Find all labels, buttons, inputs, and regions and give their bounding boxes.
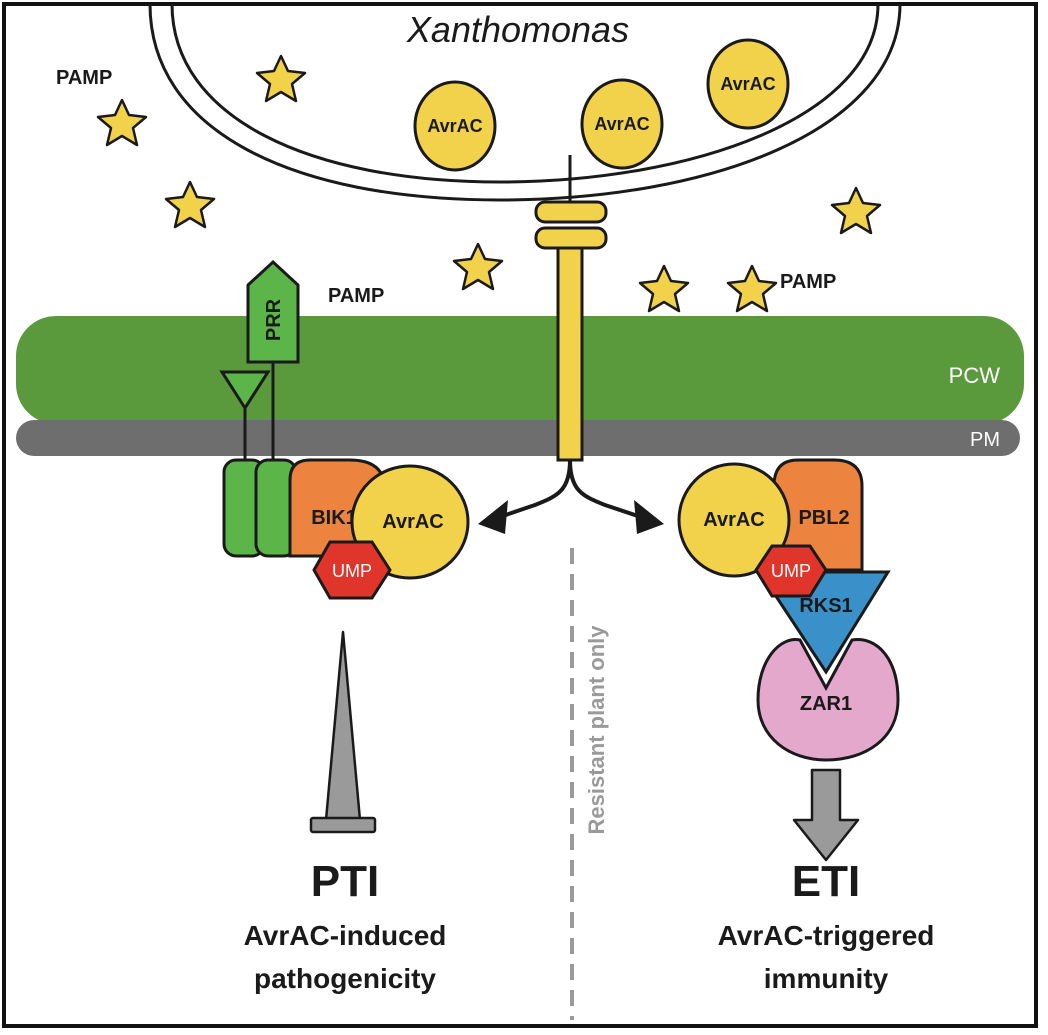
- effector-inside-1-label: AvrAC: [427, 116, 482, 136]
- ump-left-label: UMP: [332, 561, 372, 581]
- pamp-star-6: [638, 264, 690, 313]
- avrac-right: [677, 462, 791, 578]
- effector-inside-2: AvrAC: [580, 78, 664, 170]
- ump-right-label: UMP: [771, 561, 811, 581]
- eti-activation: [792, 768, 860, 862]
- pti-line1: AvrAC-induced: [244, 920, 447, 951]
- ump-right: [754, 544, 828, 598]
- pti-line2: pathogenicity: [254, 963, 436, 994]
- avrac-left-label: AvrAC: [382, 511, 444, 533]
- pbl2-label: PBL2: [798, 507, 849, 529]
- effector-inside-3-label: AvrAC: [720, 74, 775, 94]
- secretion-ring-inner: [534, 226, 608, 250]
- eti-arrow: [792, 768, 860, 862]
- figure-frame: [2, 2, 1038, 1028]
- effector-inside-2-label: AvrAC: [594, 114, 649, 134]
- zar1-shape: [756, 638, 900, 762]
- prr-receptor: PRR: [219, 259, 300, 558]
- ump-left: [312, 540, 392, 600]
- effector-inside-3: AvrAC: [706, 38, 790, 130]
- avrac-left: [350, 464, 470, 580]
- prr-label: PRR: [263, 298, 285, 341]
- delivery-arrow-right-head: [634, 500, 664, 534]
- pamp-star-7: [726, 264, 778, 313]
- cell-wall-label: PCW: [949, 363, 1001, 388]
- eti-line2: immunity: [764, 963, 889, 994]
- plasma-membrane-label: PM: [970, 429, 1000, 451]
- pti-title: PTI: [311, 857, 379, 906]
- delivery-arrow-left-head: [478, 500, 508, 534]
- pti-inhibition-bar: [309, 816, 377, 834]
- bacterium: Xanthomonas: [148, 3, 902, 202]
- prr-ectodomain: [246, 259, 300, 364]
- right-complex: PBL2 AvrAC ZAR1 RKS1 UMP: [677, 458, 900, 762]
- secretion-channel: [556, 246, 584, 462]
- avrac-right-label: AvrAC: [703, 509, 765, 531]
- plant-cell-wall: [16, 316, 1024, 424]
- divider-label: Resistant plant only: [584, 625, 609, 835]
- bacterium-inner-membrane: [170, 3, 880, 184]
- secretion-system: [478, 155, 664, 534]
- pamp-label-right: PAMP: [780, 271, 836, 293]
- bacterium-outer-membrane: [148, 3, 902, 202]
- pamp-star-1: [96, 98, 148, 147]
- pti-inhibition: [309, 630, 377, 834]
- bacterium-name: Xanthomonas: [406, 9, 629, 50]
- pamp-star-5: [830, 186, 882, 235]
- pamp-star-2: [255, 54, 307, 103]
- left-complex: BIK1 AvrAC UMP: [288, 458, 470, 600]
- effector-inside-1: AvrAC: [413, 80, 497, 172]
- pamp-star-3: [164, 180, 216, 229]
- pamp-label-receptor: PAMP: [328, 285, 384, 307]
- pbl2-shape: [772, 458, 864, 572]
- rks1-label: RKS1: [799, 595, 852, 617]
- plasma-membrane: [16, 420, 1020, 456]
- bik1-label: BIK1: [311, 507, 357, 529]
- secretion-ring-outer: [534, 200, 608, 224]
- pamp-stars: [96, 54, 882, 313]
- pamp-star-4: [452, 242, 504, 291]
- zar1-label: ZAR1: [800, 693, 852, 715]
- pamp-label-top-left: PAMP: [56, 67, 112, 89]
- eti-line1: AvrAC-triggered: [718, 920, 935, 951]
- eti-title: ETI: [792, 857, 860, 906]
- coreceptor-ectodomain: [219, 370, 271, 411]
